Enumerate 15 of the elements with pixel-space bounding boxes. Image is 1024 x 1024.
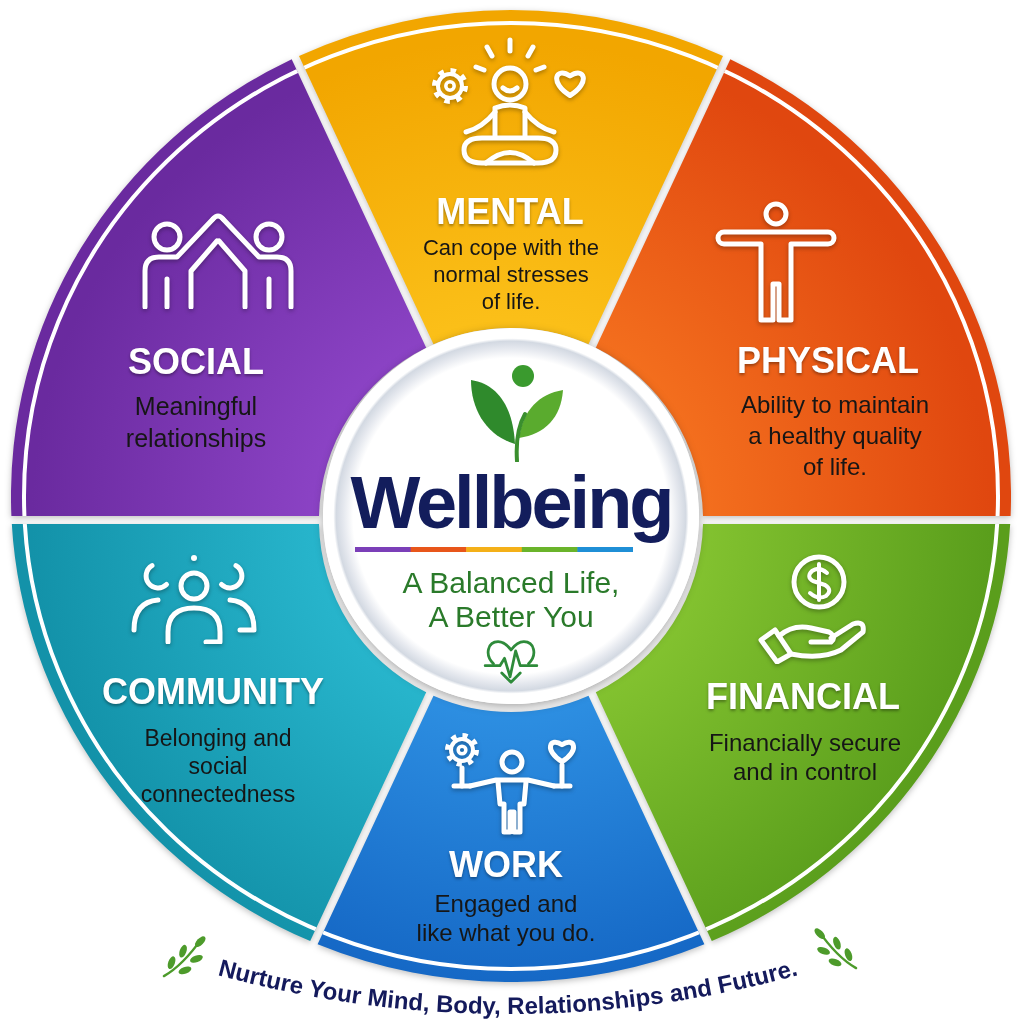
segment-description: Meaningful relationships xyxy=(124,391,268,454)
segment-description: Ability to maintain a healthy quality of life. xyxy=(739,390,931,482)
segment-title: MENTAL xyxy=(436,192,584,232)
segment-title: SOCIAL xyxy=(128,342,264,382)
segment-description: Belonging and social connectedness xyxy=(139,724,297,808)
tagline: A Balanced Life, A Better You xyxy=(401,566,621,634)
segment-title: COMMUNITY xyxy=(102,672,324,712)
curved-caption: Nurture Your Mind, Body, Relationships and Future. xyxy=(215,953,801,1020)
segment-description: Financially secure and in control xyxy=(707,728,903,786)
segment-description: Engaged and like what you do. xyxy=(415,889,597,947)
main-title: Wellbeing xyxy=(350,463,672,543)
segment-title: PHYSICAL xyxy=(737,341,919,381)
segment-title: FINANCIAL xyxy=(706,677,900,717)
segment-description: Can cope with the normal stresses of life. xyxy=(422,234,600,315)
segment-title: WORK xyxy=(449,845,563,885)
